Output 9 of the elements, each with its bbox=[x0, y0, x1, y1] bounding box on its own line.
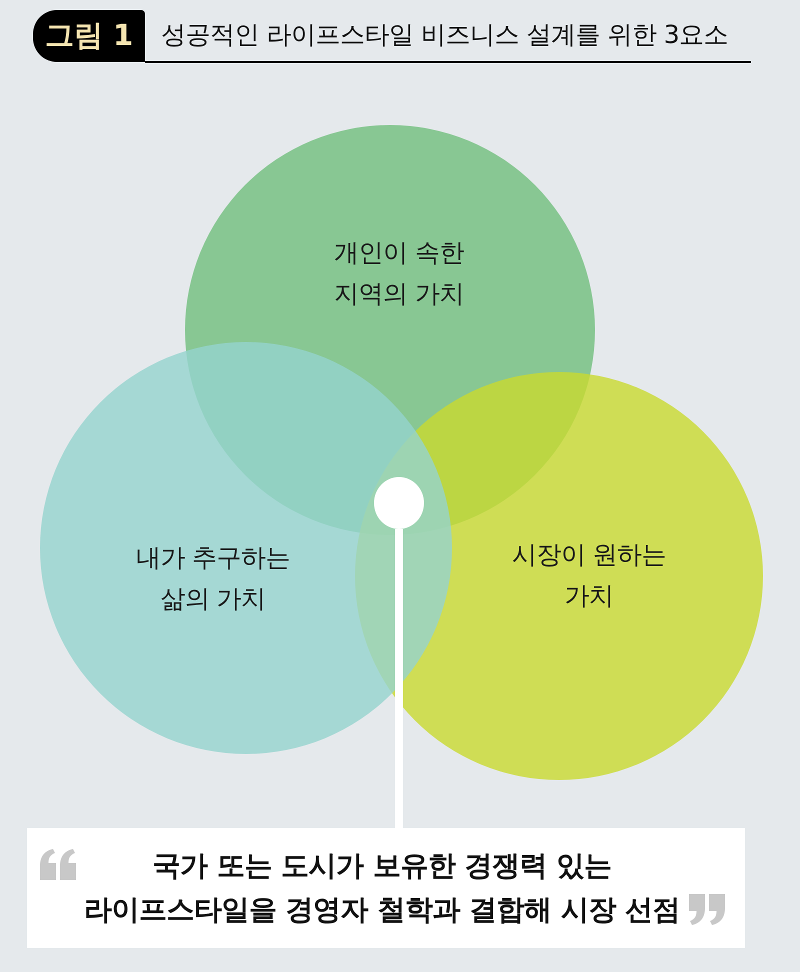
figure-title: 성공적인 라이프스타일 비즈니스 설계를 위한 3요소 bbox=[161, 19, 728, 51]
figure-number-tab: 그림 1 bbox=[33, 10, 145, 62]
circle-label: 개인이 속한 지역의 가치 bbox=[333, 237, 465, 310]
quote-box bbox=[27, 828, 745, 948]
leader-line bbox=[395, 529, 403, 828]
circle-label: 내가 추구하는 삶의 가치 bbox=[134, 542, 292, 615]
quote-text: 국가 또는 도시가 보유한 경쟁력 있는 라이프스타일을 경영자 철학과 결합해 시장 선점 bbox=[82, 848, 682, 928]
venn-circle bbox=[40, 342, 452, 754]
circle-label: 시장이 원하는 가치 bbox=[510, 539, 668, 612]
